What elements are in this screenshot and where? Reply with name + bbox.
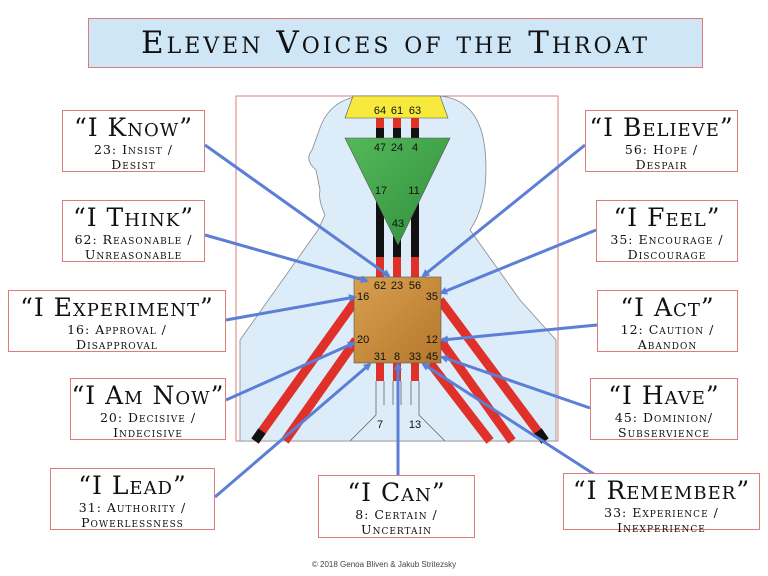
arrow-am-now — [225, 341, 356, 402]
arrow-think — [204, 233, 369, 284]
channels — [251, 118, 549, 444]
callout-i-know: “I Know”23: Insist / Desist — [62, 110, 205, 172]
voice-quote: “I Know” — [73, 113, 194, 142]
svg-text:64: 64 — [374, 105, 386, 117]
voice-description: 31: Authority / Powerlessness — [78, 500, 187, 530]
ajna-center — [344, 137, 451, 246]
svg-text:4: 4 — [412, 142, 418, 154]
svg-text:56: 56 — [409, 280, 421, 292]
arrow-have — [440, 355, 591, 410]
voice-description: 23: Insist / Desist — [94, 142, 173, 172]
voice-description: 33: Experience / Inexperience — [604, 505, 719, 535]
callout-i-act: “I Act”12: Caution / Abandon — [597, 290, 738, 352]
arrows — [204, 143, 601, 499]
voice-quote: “I Am Now” — [71, 381, 225, 410]
voice-description: 16: Approval / Disapproval — [67, 322, 167, 352]
svg-text:35: 35 — [426, 291, 438, 303]
callout-i-experiment: “I Experiment”16: Approval / Disapproval — [8, 290, 226, 352]
svg-text:16: 16 — [357, 291, 369, 303]
callout-i-believe: “I Believe”56: Hope / Despair — [585, 110, 738, 172]
arrow-act — [440, 323, 598, 344]
voice-description: 35: Encourage / Discourage — [610, 232, 724, 262]
svg-text:11: 11 — [408, 185, 419, 197]
voice-quote: “I Experiment” — [20, 293, 214, 322]
svg-text:7: 7 — [377, 419, 383, 431]
svg-text:20: 20 — [357, 334, 369, 346]
svg-text:8: 8 — [394, 351, 400, 363]
callout-i-feel: “I Feel”35: Encourage / Discourage — [596, 200, 738, 262]
callout-i-lead: “I Lead”31: Authority / Powerlessness — [50, 468, 215, 530]
gate-numbers: 64 61 63 47 24 4 17 11 43 62 23 56 16 20… — [357, 105, 438, 431]
voice-quote: “I Feel” — [613, 203, 721, 232]
svg-text:24: 24 — [391, 142, 403, 154]
head-center — [344, 95, 449, 119]
callout-i-can: “I Can”8: Certain / Uncertain — [318, 475, 475, 538]
arrow-feel — [439, 228, 597, 295]
voice-description: 8: Certain / Uncertain — [355, 507, 438, 537]
arrow-lead — [214, 362, 372, 499]
voice-quote: “I Can” — [347, 478, 446, 507]
voice-description: 62: Reasonable / Unreasonable — [74, 232, 193, 262]
page-title: Eleven Voices of the Throat — [88, 18, 703, 68]
voice-quote: “I Remember” — [572, 476, 751, 505]
voice-quote: “I Believe” — [589, 113, 734, 142]
voice-quote: “I Think” — [72, 203, 195, 232]
svg-text:62: 62 — [374, 280, 386, 292]
svg-text:17: 17 — [375, 185, 387, 197]
throat-center — [353, 276, 442, 364]
svg-text:31: 31 — [374, 351, 386, 363]
svg-text:63: 63 — [409, 105, 421, 117]
voice-quote: “I Lead” — [78, 471, 187, 500]
callout-i-think: “I Think”62: Reasonable / Unreasonable — [62, 200, 205, 262]
svg-text:33: 33 — [409, 351, 421, 363]
voice-description: 20: Decisive / Indecisive — [99, 410, 197, 440]
svg-text:12: 12 — [426, 334, 438, 346]
arrow-know — [204, 143, 391, 278]
svg-text:47: 47 — [374, 142, 386, 154]
svg-text:43: 43 — [392, 218, 404, 230]
voice-description: 56: Hope / Despair — [624, 142, 699, 172]
svg-text:61: 61 — [391, 105, 403, 117]
arrow-experiment — [225, 294, 357, 322]
svg-text:13: 13 — [409, 419, 421, 431]
voice-quote: “I Act” — [620, 293, 715, 322]
callout-i-have: “I Have”45: Dominion/ Subservience — [590, 378, 738, 440]
voice-description: 45: Dominion/ Subservience — [614, 410, 714, 440]
callout-i-am-now: “I Am Now”20: Decisive / Indecisive — [70, 378, 226, 440]
svg-text:23: 23 — [391, 280, 403, 292]
arrow-believe — [421, 143, 586, 278]
callout-i-remember: “I Remember”33: Experience / Inexperienc… — [563, 473, 760, 535]
voice-quote: “I Have” — [608, 381, 720, 410]
voice-description: 12: Caution / Abandon — [620, 322, 715, 352]
copyright: © 2018 Genoa Bliven & Jakub Stritezsky — [311, 560, 457, 569]
svg-text:45: 45 — [426, 351, 438, 363]
arrow-remember — [421, 362, 601, 480]
